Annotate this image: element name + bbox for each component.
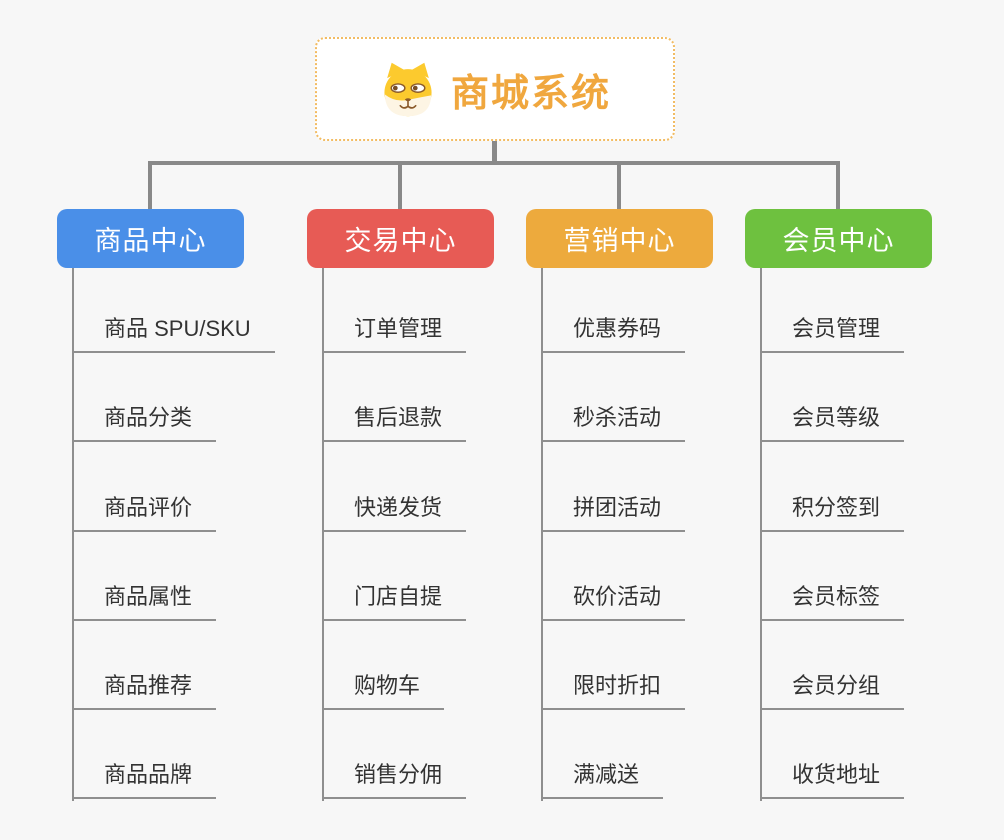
root-stem-connector <box>492 140 497 164</box>
leaf-node[interactable]: 优惠券码 <box>543 311 686 353</box>
leaf-node[interactable]: 积分签到 <box>762 490 905 532</box>
leaf-node[interactable]: 砍价活动 <box>543 579 686 621</box>
leaf-node[interactable]: 会员标签 <box>762 579 905 621</box>
leaf-node[interactable]: 会员等级 <box>762 400 905 442</box>
leaf-node[interactable]: 秒杀活动 <box>543 400 686 442</box>
branch-label: 会员中心 <box>782 226 895 256</box>
branch-header-member-center[interactable]: 会员中心 <box>745 209 932 268</box>
leaf-node[interactable]: 商品评价 <box>74 490 217 532</box>
branch-label: 商品中心 <box>94 226 207 256</box>
branch-drop-connector <box>398 161 402 210</box>
leaf-node[interactable]: 销售分佣 <box>324 757 467 799</box>
branch-drop-connector <box>617 161 621 210</box>
leaf-column-product: 商品 SPU/SKU 商品分类 商品评价 商品属性 商品推荐 商品品牌 <box>72 268 304 801</box>
branch-bus-connector <box>148 161 840 165</box>
branch-label: 交易中心 <box>344 226 457 256</box>
branch-header-marketing-center[interactable]: 营销中心 <box>526 209 713 268</box>
leaf-node[interactable]: 商品属性 <box>74 579 217 621</box>
leaf-column-member: 会员管理 会员等级 积分签到 会员标签 会员分组 收货地址 <box>760 268 992 801</box>
branch-header-product-center[interactable]: 商品中心 <box>57 209 244 268</box>
branch-label: 营销中心 <box>563 226 676 256</box>
leaf-node[interactable]: 购物车 <box>324 668 445 710</box>
root-node-mall-system[interactable]: 商城系统 <box>315 37 675 141</box>
leaf-node[interactable]: 快递发货 <box>324 490 467 532</box>
leaf-node[interactable]: 门店自提 <box>324 579 467 621</box>
leaf-node[interactable]: 收货地址 <box>762 757 905 799</box>
leaf-node[interactable]: 订单管理 <box>324 311 467 353</box>
leaf-node[interactable]: 商品品牌 <box>74 757 217 799</box>
leaf-node[interactable]: 商品推荐 <box>74 668 217 710</box>
leaf-column-trade: 订单管理 售后退款 快递发货 门店自提 购物车 销售分佣 <box>322 268 554 801</box>
leaf-column-marketing: 优惠券码 秒杀活动 拼团活动 砍价活动 限时折扣 满减送 <box>541 268 773 801</box>
leaf-node[interactable]: 限时折扣 <box>543 668 686 710</box>
leaf-node[interactable]: 满减送 <box>543 757 664 799</box>
root-title: 商城系统 <box>450 72 611 115</box>
leaf-node[interactable]: 售后退款 <box>324 400 467 442</box>
branch-drop-connector <box>836 161 840 210</box>
branch-drop-connector <box>148 161 152 210</box>
leaf-node[interactable]: 会员管理 <box>762 311 905 353</box>
branch-header-trade-center[interactable]: 交易中心 <box>307 209 494 268</box>
leaf-node[interactable]: 商品 SPU/SKU <box>74 311 275 353</box>
shiba-dog-icon <box>384 62 432 117</box>
leaf-node[interactable]: 会员分组 <box>762 668 905 710</box>
leaf-node[interactable]: 商品分类 <box>74 400 217 442</box>
leaf-node[interactable]: 拼团活动 <box>543 490 686 532</box>
